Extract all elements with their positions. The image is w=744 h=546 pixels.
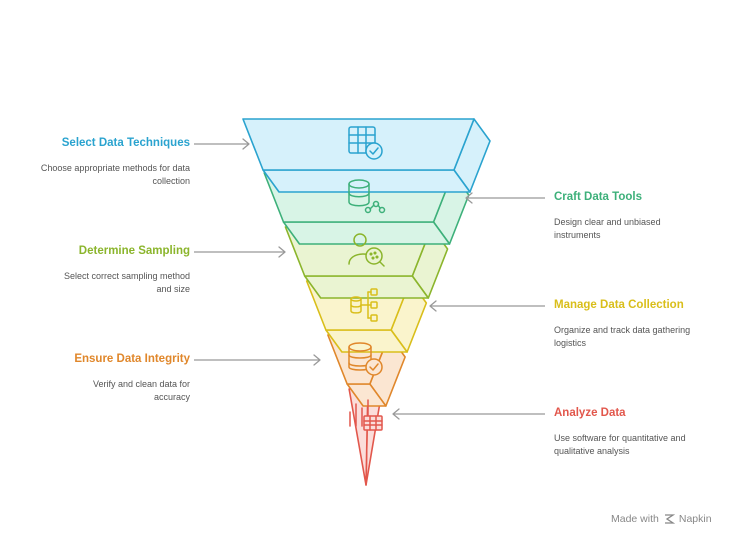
credit-brand: Napkin [678, 513, 712, 525]
step-1-title: Select Data Techniques [61, 137, 190, 149]
step-5-title: Ensure Data Integrity [74, 353, 190, 365]
band-bottom-face [303, 275, 430, 299]
connector-arrow-6 [392, 408, 545, 420]
database-check-icon [348, 342, 383, 376]
step-6-desc: Use software for quantitative and qualit… [554, 433, 686, 456]
step-3-title: Determine Sampling [78, 245, 190, 257]
step-4-desc: Organize and track data gathering logist… [554, 325, 691, 348]
chart-table-icon [349, 399, 383, 431]
step-4-title: Manage Data Collection [554, 299, 684, 311]
database-nodes-icon [348, 179, 386, 214]
napkin-credit: Made with Napkin [611, 513, 712, 525]
step-1-desc: Choose appropriate methods for data coll… [40, 163, 190, 186]
connector-arrow-4 [429, 300, 545, 312]
connector-arrow-3 [194, 246, 286, 258]
step-2-desc: Design clear and unbiased instruments [554, 217, 661, 240]
step-5-desc: Verify and clean data for accuracy [92, 379, 190, 402]
step-2-title: Craft Data Tools [554, 191, 642, 203]
step-3-desc: Select correct sampling method and size [63, 271, 190, 294]
step-6-title: Analyze Data [554, 407, 626, 419]
napkin-logo-icon [664, 514, 675, 524]
connector-arrow-5 [194, 354, 321, 366]
table-check-icon [348, 126, 383, 160]
connector-arrow-2 [465, 192, 545, 204]
funnel-band-6 [348, 388, 381, 486]
database-flow-icon [350, 288, 378, 322]
connector-arrow-1 [194, 138, 250, 150]
person-sample-icon [348, 233, 385, 267]
credit-prefix: Made with [611, 513, 659, 525]
